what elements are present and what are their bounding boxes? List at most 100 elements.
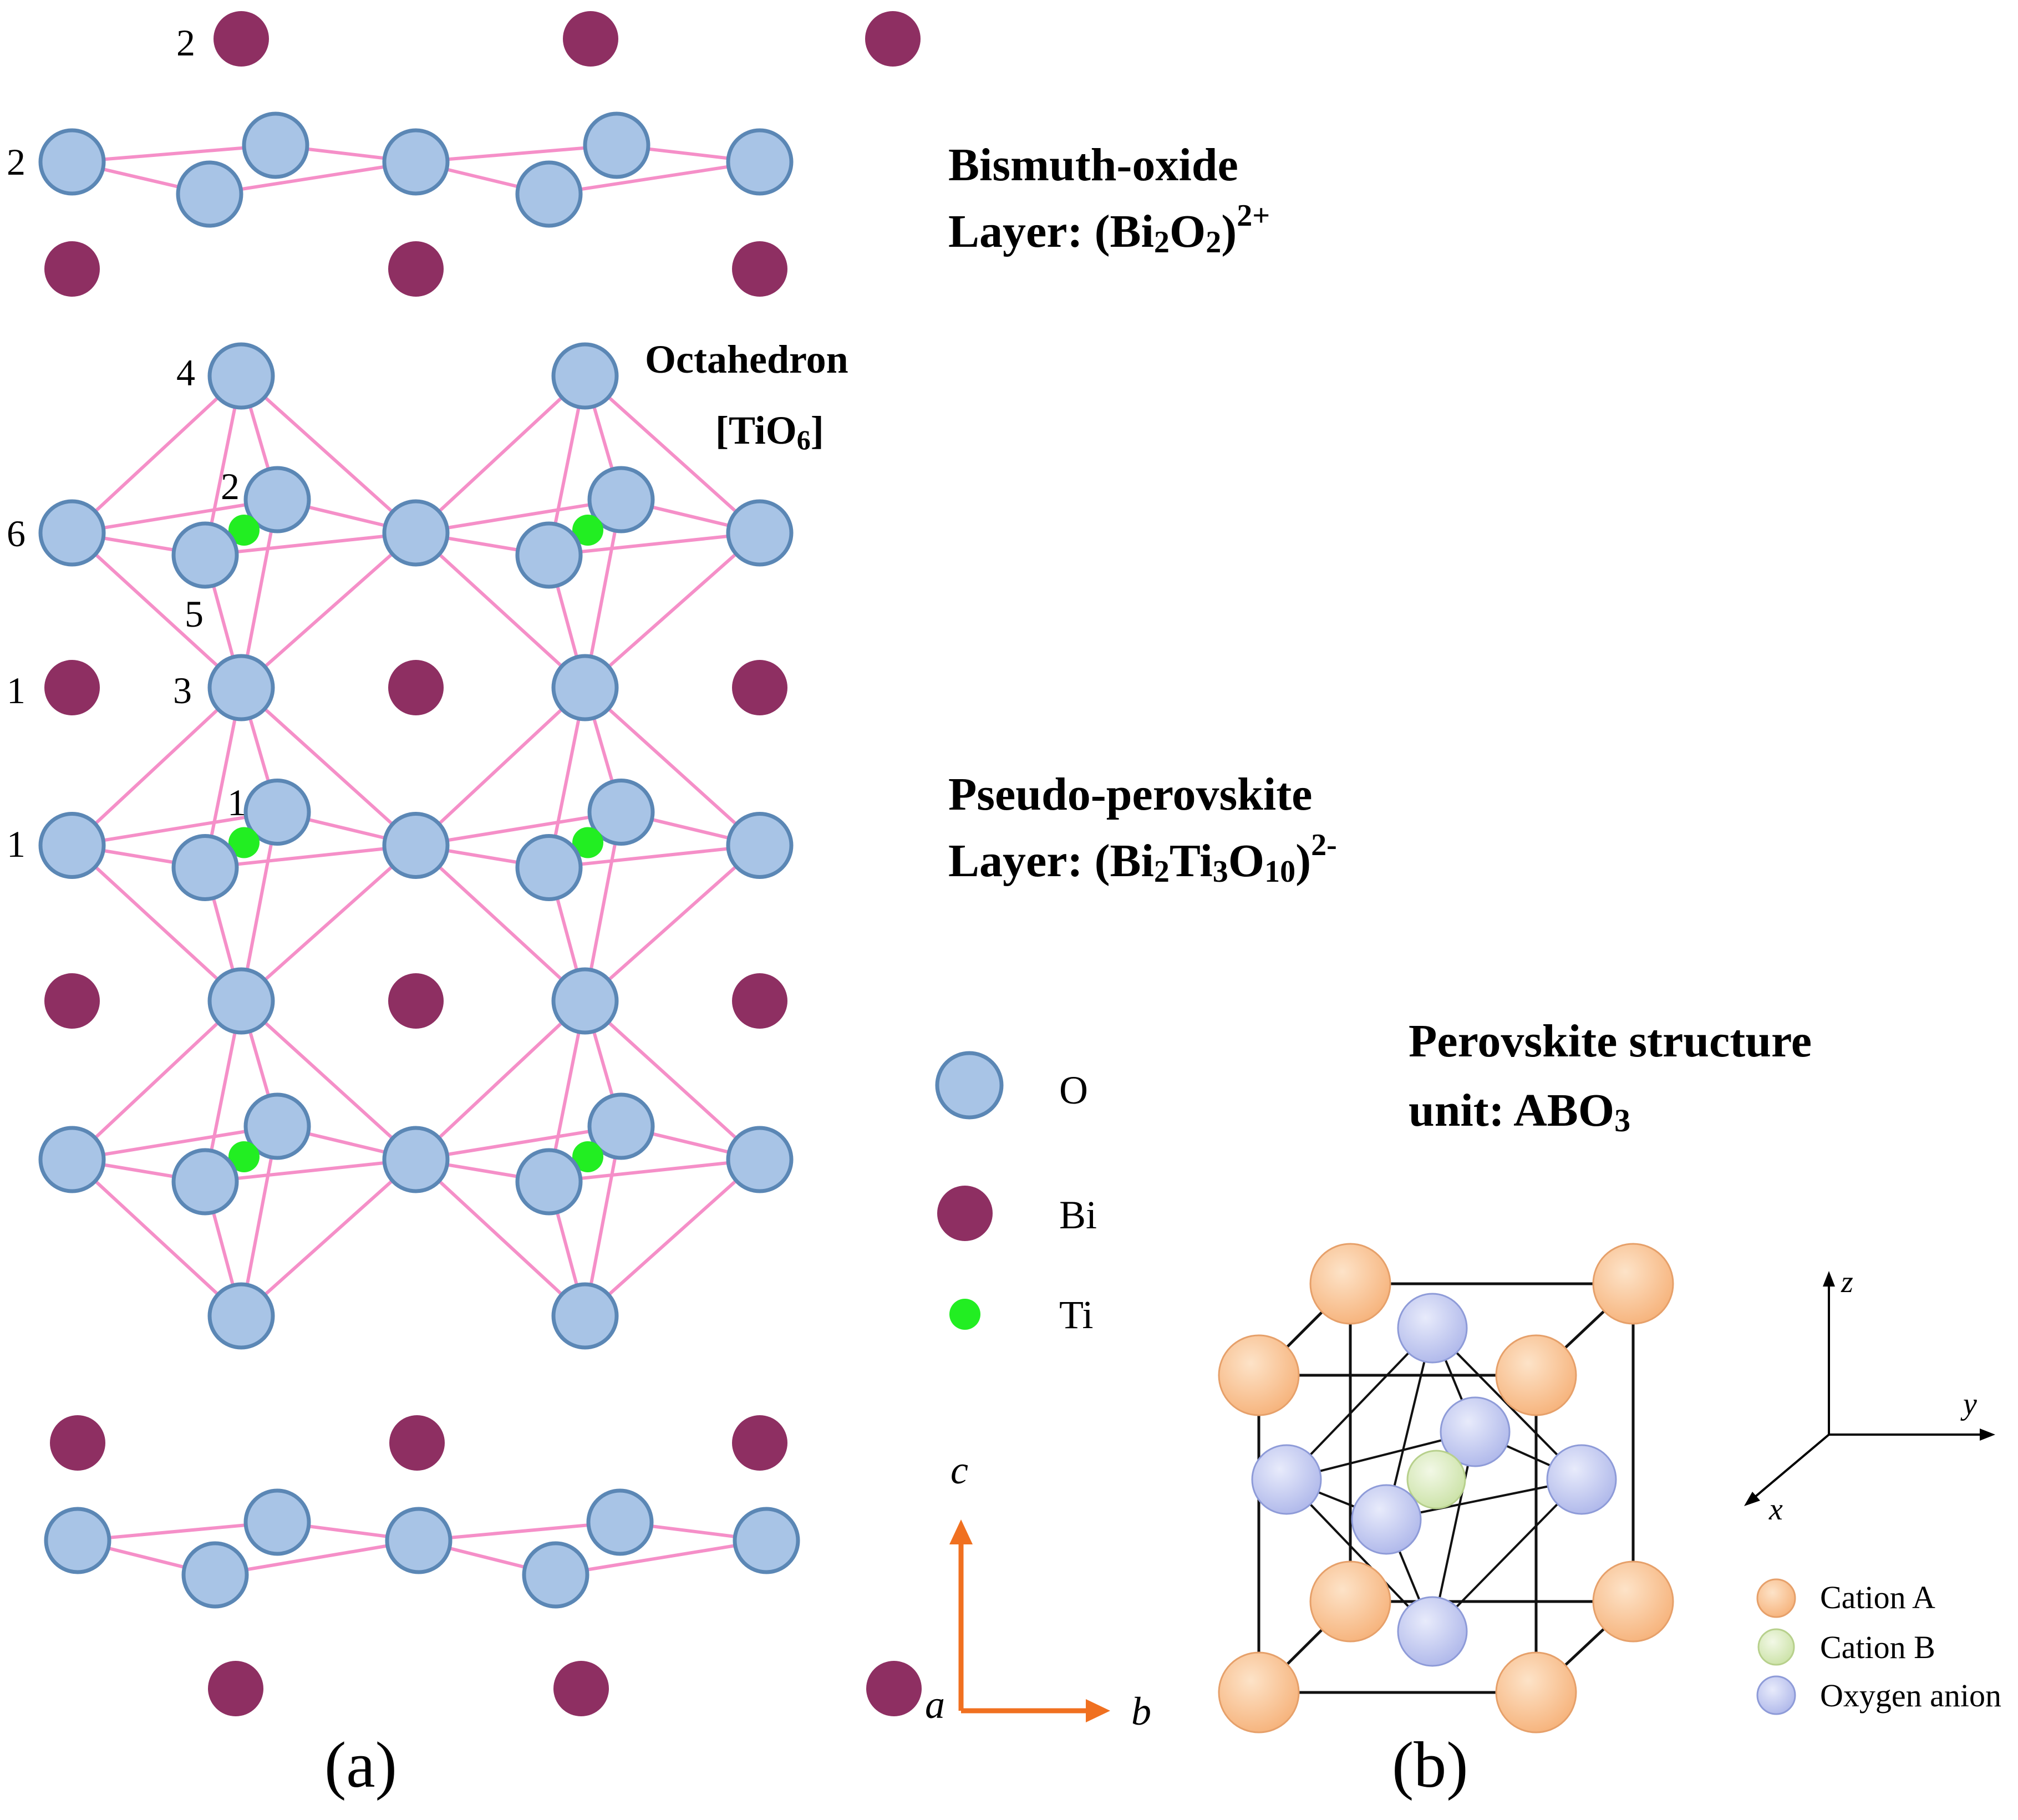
oxygen-anion [1251, 1444, 1322, 1515]
bismuth-atom [44, 973, 100, 1029]
bond-line [240, 999, 418, 1161]
oxygen-atom [726, 499, 794, 567]
oxygen-atom [181, 1541, 249, 1609]
bond-line [584, 531, 761, 689]
svg-text:Pseudo-perovskite: Pseudo-perovskite [948, 769, 1312, 820]
bond-line [414, 374, 587, 535]
cation-a [1309, 1243, 1391, 1325]
octahedron-label: Octahedron [TiO6] [645, 337, 848, 455]
bismuth-atom [208, 1661, 263, 1716]
site-number: 1 [7, 669, 26, 711]
bond-line [583, 686, 761, 847]
oxygen-atom [38, 1126, 106, 1193]
axis-label-z: z [1841, 1265, 1853, 1299]
axis-label-x: x [1768, 1492, 1783, 1527]
oxygen-atom [382, 499, 450, 567]
bond-line [70, 844, 243, 1003]
oxygen-atom [38, 128, 106, 196]
bond-line [205, 1158, 416, 1183]
bond-line [70, 999, 243, 1161]
oxygen-atom [551, 654, 619, 721]
legend-item-cation-b: Cation B [1757, 1628, 1935, 1666]
arrow-up-icon [1823, 1271, 1835, 1287]
legend-label: Cation B [1820, 1629, 1935, 1665]
oxygen-atom [243, 1488, 311, 1556]
oxygen-atom [38, 812, 106, 879]
cartesian-axes-xyz: z y x [1744, 1265, 1995, 1527]
svg-text:Perovskite structure: Perovskite structure [1409, 1015, 1812, 1067]
site-number: 4 [176, 352, 195, 394]
cube-edge [1431, 1478, 1583, 1633]
oxygen-atom [726, 1126, 794, 1193]
bond-line [205, 843, 416, 870]
bond-line [548, 531, 760, 557]
bond-line [72, 144, 276, 164]
oxygen-atom [171, 1148, 239, 1216]
oxygen-anion [1440, 1396, 1511, 1467]
oxygen-atom [726, 128, 794, 196]
cation-a [1218, 1651, 1300, 1733]
bismuth-atom [866, 1661, 922, 1716]
oxygen-atom [243, 466, 311, 533]
arrow-down-left-icon [1744, 1492, 1760, 1506]
bismuth-atom [388, 973, 444, 1029]
titanium-atom-icon [949, 1299, 980, 1330]
bismuth-atom [388, 660, 444, 715]
bond-line [415, 144, 617, 164]
oxygen-atom [515, 521, 583, 589]
bond-line [72, 810, 278, 847]
oxygen-anion [1397, 1596, 1468, 1667]
legend-label: O [1059, 1068, 1088, 1112]
oxygen-atom [515, 834, 583, 901]
perovskite-title: Perovskite structure unit: ABO3 [1409, 1015, 1812, 1138]
bond-line [414, 531, 587, 689]
bond-line [414, 999, 587, 1161]
bond-line [414, 1158, 587, 1318]
site-number: 3 [173, 669, 192, 711]
cation-a-icon [1756, 1578, 1796, 1618]
site-number: 2 [7, 141, 26, 183]
oxygen-atom [583, 111, 650, 179]
bismuth-atom [553, 1661, 609, 1716]
titanium-atom [572, 515, 603, 546]
atoms-panel-a [38, 11, 922, 1716]
svg-text:Octahedron: Octahedron [645, 337, 848, 382]
bond-line [240, 374, 418, 535]
bond-line [583, 374, 761, 535]
oxygen-atom [242, 111, 309, 179]
bismuth-atom [732, 1415, 787, 1471]
legend-item-titanium: Ti [949, 1293, 1093, 1337]
cation-a [1592, 1243, 1674, 1325]
axis-label-b: b [1131, 1689, 1151, 1733]
bond-line [240, 844, 417, 1003]
oxygen-atom [207, 1282, 275, 1350]
legend-label: Ti [1059, 1293, 1093, 1337]
site-number: 1 [7, 823, 26, 865]
oxygen-atom [551, 967, 619, 1035]
bond-line [215, 1539, 419, 1577]
legend-label: Oxygen anion [1820, 1677, 2001, 1714]
bond-line [548, 1158, 760, 1183]
titanium-atom [572, 1141, 603, 1172]
bond-line [240, 1158, 418, 1318]
oxygen-atom-icon [935, 1051, 1004, 1120]
oxygen-anion-icon [1756, 1675, 1796, 1715]
bond-line [418, 1521, 621, 1542]
crystal-axes-cab: c a b [925, 1448, 1151, 1733]
oxygen-atom [176, 160, 243, 228]
cation-a [1495, 1334, 1577, 1416]
bond-line [584, 844, 761, 1003]
bismuth-atom [865, 11, 921, 67]
cation-a [1592, 1560, 1674, 1643]
site-number: 5 [185, 593, 204, 635]
legend-label: Cation A [1820, 1579, 1935, 1615]
oxygen-atom [522, 1541, 589, 1609]
axis-label-a: a [925, 1682, 945, 1727]
bond-line [414, 844, 587, 1003]
oxygen-anion [1546, 1444, 1617, 1515]
oxygen-atom [382, 128, 450, 196]
oxygen-atom [587, 466, 655, 533]
bond-line [415, 498, 622, 535]
oxygen-atom [207, 654, 275, 721]
